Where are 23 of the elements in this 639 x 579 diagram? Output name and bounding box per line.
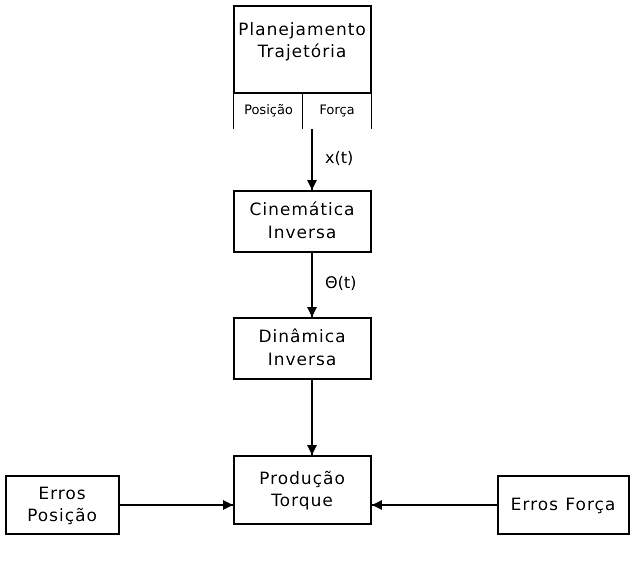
process-box <box>233 5 372 129</box>
process-box <box>5 475 120 535</box>
process-box <box>497 475 630 535</box>
arrow <box>120 500 233 510</box>
process-box <box>233 190 372 253</box>
node-label: Erros Posição <box>26 482 99 528</box>
node-label: Posição <box>244 103 293 120</box>
node-label: Erros Força <box>510 494 616 516</box>
node-label: Força <box>319 103 355 120</box>
arrow <box>307 380 317 455</box>
arrow <box>307 129 317 190</box>
cell-box <box>302 92 372 129</box>
arrow <box>372 500 497 510</box>
process-box <box>233 455 372 525</box>
edge-label: Θ(t) <box>324 273 358 292</box>
edge-label: x(t) <box>324 148 354 166</box>
node-label: Dinâmica Inversa <box>257 326 348 371</box>
node-label: Produção Torque <box>258 468 347 512</box>
process-box <box>233 317 372 380</box>
cell-box <box>233 92 304 129</box>
arrow <box>307 253 317 317</box>
node-label: Cinemática Inversa <box>248 199 356 244</box>
node-label: Planejamento Trajetória <box>237 19 368 64</box>
